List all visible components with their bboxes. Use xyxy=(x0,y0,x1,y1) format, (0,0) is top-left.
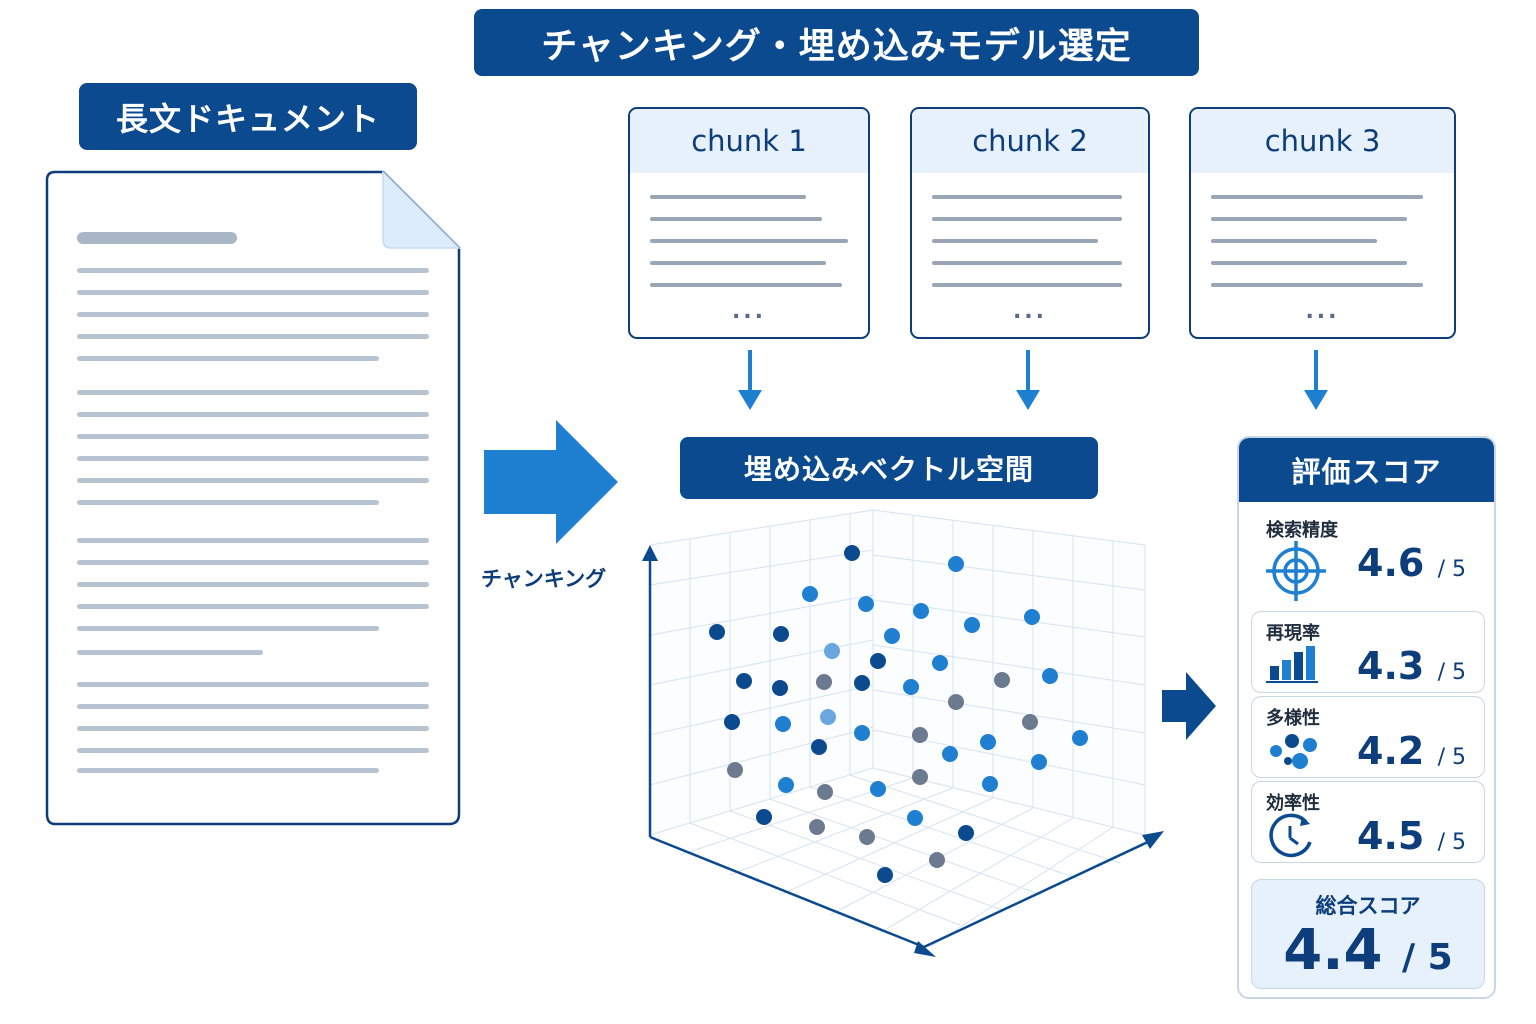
score-panel-title: 評価スコア xyxy=(1239,438,1494,502)
embedding-point xyxy=(802,586,818,602)
embedding-point xyxy=(811,739,827,755)
metric-value: 4.6 / 5 xyxy=(1357,541,1466,585)
chunk-card-1: chunk 1 ... xyxy=(628,107,870,339)
embedding-point xyxy=(903,679,919,695)
right-arrow-icon xyxy=(1162,672,1216,740)
metric-diversity: 多様性 4.2 / 5 xyxy=(1251,696,1485,778)
score-panel: 評価スコア 検索精度 4.6 / 5 再現率 4.3 / 5 多様性 xyxy=(1237,436,1496,999)
embedding-point xyxy=(854,675,870,691)
embedding-point xyxy=(709,624,725,640)
embedding-point xyxy=(858,596,874,612)
embedding-point xyxy=(942,746,958,762)
target-icon xyxy=(1266,541,1326,601)
total-score-label: 総合スコア xyxy=(1315,894,1421,918)
chunk-ellipsis: ... xyxy=(731,299,767,324)
metric-value: 4.2 / 5 xyxy=(1357,729,1466,773)
metric-value: 4.3 / 5 xyxy=(1357,644,1466,688)
embedding-point xyxy=(912,769,928,785)
embedding-point xyxy=(727,762,743,778)
metric-label: 効率性 xyxy=(1266,793,1320,814)
embedding-point xyxy=(1042,668,1058,684)
chunk-label: chunk 2 xyxy=(912,109,1148,173)
metric-efficiency: 効率性 4.5 / 5 xyxy=(1251,781,1485,863)
metric-recall: 再現率 4.3 / 5 xyxy=(1251,611,1485,693)
clock-icon xyxy=(1269,813,1312,858)
embedding-point xyxy=(775,716,791,732)
embedding-point xyxy=(773,626,789,642)
embedding-point xyxy=(859,829,875,845)
embedding-point xyxy=(1072,730,1088,746)
embedding-point xyxy=(824,643,840,659)
embedding-point xyxy=(948,556,964,572)
embedding-point xyxy=(854,725,870,741)
chunking-label: チャンキング xyxy=(481,567,607,591)
embedding-point xyxy=(844,545,860,561)
chunk-card-2: chunk 2 ... xyxy=(910,107,1150,339)
embedding-point xyxy=(964,617,980,633)
chunk-ellipsis: ... xyxy=(1012,299,1048,324)
embedding-point xyxy=(817,784,833,800)
embedding-point xyxy=(724,714,740,730)
embedding-point xyxy=(907,810,923,826)
document-title: 長文ドキュメント xyxy=(79,83,417,150)
chunk-ellipsis: ... xyxy=(1305,299,1340,324)
embedding-point xyxy=(1024,609,1040,625)
down-arrow-icon xyxy=(738,350,762,410)
embedding-point xyxy=(958,825,974,841)
main-title: チャンキング・埋め込みモデル選定 xyxy=(474,9,1199,76)
metric-label: 多様性 xyxy=(1266,708,1320,729)
embedding-point xyxy=(912,727,928,743)
embedding-point xyxy=(913,603,929,619)
embedding-point xyxy=(778,777,794,793)
metric-label: 再現率 xyxy=(1266,623,1320,644)
embedding-point xyxy=(772,680,788,696)
vector-space-3d-plot xyxy=(642,509,1164,957)
metric-value: 4.5 / 5 xyxy=(1357,814,1466,858)
down-arrow-icon xyxy=(1016,350,1040,410)
total-score-value: 4.4 / 5 xyxy=(1283,918,1453,983)
embedding-point xyxy=(948,694,964,710)
embedding-point xyxy=(982,776,998,792)
vector-space-title: 埋め込みベクトル空間 xyxy=(680,437,1098,499)
embedding-point xyxy=(884,628,900,644)
total-score-card: 総合スコア 4.4 / 5 xyxy=(1251,879,1485,989)
embedding-point xyxy=(809,819,825,835)
embedding-points xyxy=(709,545,1088,883)
embedding-point xyxy=(932,655,948,671)
embedding-point xyxy=(1022,714,1038,730)
embedding-point xyxy=(994,672,1010,688)
embedding-point xyxy=(1031,754,1047,770)
metric-search-accuracy: 検索精度 4.6 / 5 xyxy=(1251,508,1485,601)
chunking-arrow-icon xyxy=(484,420,618,544)
long-document xyxy=(45,170,461,826)
embedding-point xyxy=(980,734,996,750)
embedding-point xyxy=(929,852,945,868)
embedding-point xyxy=(820,709,836,725)
metric-label: 検索精度 xyxy=(1266,520,1338,541)
dots-cluster-icon xyxy=(1270,734,1317,769)
embedding-point xyxy=(870,653,886,669)
chunk-label: chunk 1 xyxy=(630,109,868,173)
doc-heading-line xyxy=(77,232,237,244)
down-arrow-icon xyxy=(1304,350,1328,410)
embedding-point xyxy=(756,809,772,825)
chunk-label: chunk 3 xyxy=(1191,109,1454,173)
embedding-point xyxy=(877,867,893,883)
bar-chart-icon xyxy=(1266,646,1318,683)
chunk-card-3: chunk 3 ... xyxy=(1189,107,1456,339)
embedding-point xyxy=(816,674,832,690)
embedding-point xyxy=(870,781,886,797)
embedding-point xyxy=(736,673,752,689)
